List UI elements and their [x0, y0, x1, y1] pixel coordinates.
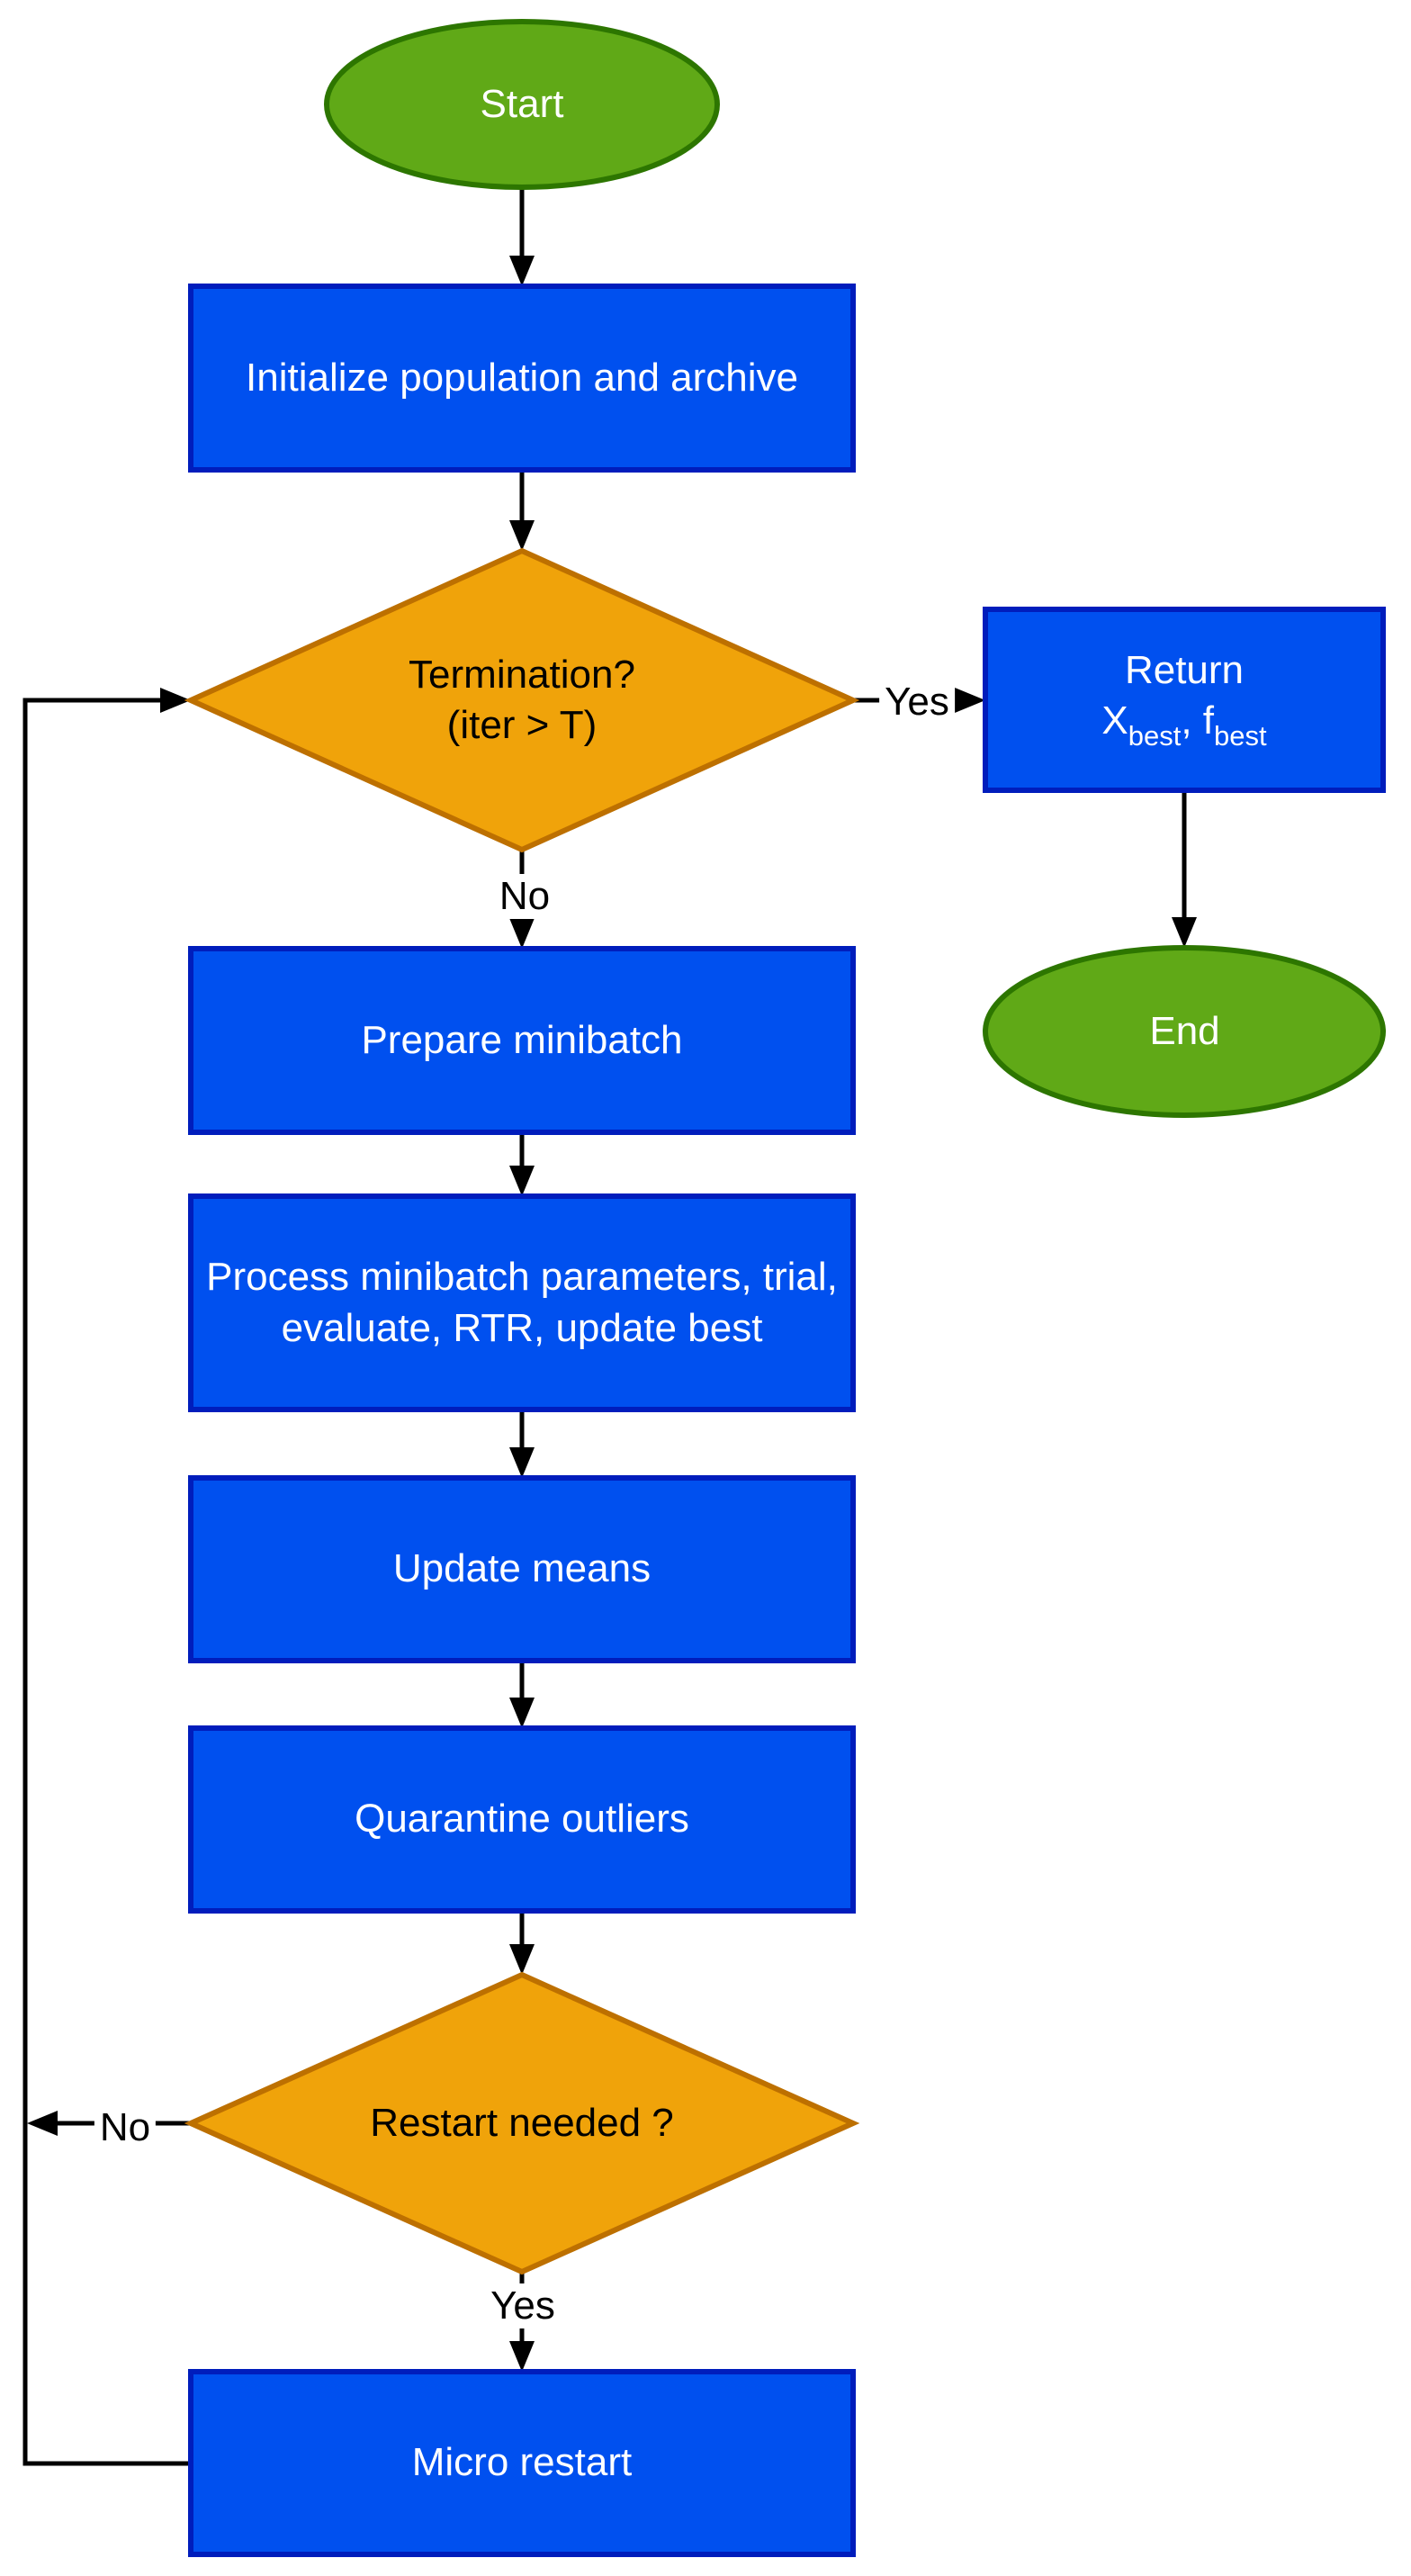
initialize-process-shape	[188, 284, 856, 473]
return-label-line1: Return	[1124, 648, 1245, 692]
process-label-line2: evaluate, RTR, update best	[281, 1305, 763, 1350]
return-var-x: X	[1101, 698, 1128, 743]
prepare-process-shape	[188, 946, 856, 1135]
end-terminal-shape	[983, 945, 1386, 1118]
process-label: Process minibatch parameters, trial, eva…	[191, 1196, 853, 1410]
arrowhead-into-initialize	[509, 256, 535, 286]
termination-yes-edge-label: Yes	[879, 680, 955, 725]
return-var-x-subscript: best	[1128, 720, 1182, 752]
restart-no-edge-label: No	[94, 2105, 157, 2150]
quarantine-label-text: Quarantine outliers	[355, 1797, 689, 1842]
arrowhead-into-end	[1172, 917, 1197, 948]
restart-label: Restart needed ?	[191, 1975, 853, 2272]
start-terminal-shape	[324, 19, 720, 190]
end-label: End	[986, 948, 1383, 1115]
initialize-label: Initialize population and archive	[191, 286, 853, 470]
update-means-process-shape	[188, 1475, 856, 1663]
return-label-line2: Xbest, fbest	[1101, 696, 1266, 754]
termination-label-line2: (iter > T)	[446, 703, 598, 747]
return-var-f-subscript: best	[1214, 720, 1267, 752]
initialize-label-text: Initialize population and archive	[246, 355, 798, 400]
arrowhead-restart-no-junction	[27, 2111, 58, 2136]
process-label-line1: Process minibatch parameters, trial,	[206, 1255, 838, 1300]
prepare-label-text: Prepare minibatch	[361, 1017, 683, 1062]
arrowhead-into-update-means	[509, 1447, 535, 1478]
termination-no-edge-label: No	[493, 874, 556, 919]
termination-label: Termination? (iter > T)	[191, 551, 853, 850]
arrowhead-into-restart	[509, 1944, 535, 1975]
prepare-label: Prepare minibatch	[191, 949, 853, 1132]
arrowhead-into-quarantine	[509, 1698, 535, 1728]
start-label: Start	[327, 22, 717, 187]
arrowhead-into-micro-restart	[509, 2341, 535, 2372]
termination-label-line1: Termination?	[409, 652, 635, 697]
termination-decision-shape	[184, 547, 860, 853]
process-minibatch-shape	[188, 1193, 856, 1412]
quarantine-process-shape	[188, 1725, 856, 1914]
restart-decision-shape	[184, 1971, 860, 2275]
update-means-label: Update means	[191, 1478, 853, 1661]
return-comma-f: , f	[1181, 698, 1215, 743]
return-label: Return Xbest, fbest	[985, 609, 1383, 790]
micro-restart-label-text: Micro restart	[411, 2440, 633, 2485]
restart-label-text: Restart needed ?	[370, 2100, 674, 2145]
restart-yes-edge-label: Yes	[485, 2283, 561, 2328]
end-label-text: End	[1149, 1008, 1220, 1053]
arrowhead-into-prepare	[509, 918, 535, 949]
arrowhead-into-return	[955, 688, 985, 713]
edge-micro-restart-loop-to-termination	[22, 698, 191, 2466]
arrowhead-loop-into-termination	[160, 688, 191, 713]
arrowhead-into-process	[509, 1166, 535, 1196]
micro-restart-label: Micro restart	[191, 2372, 853, 2554]
update-means-label-text: Update means	[392, 1546, 652, 1591]
arrowhead-into-termination	[509, 520, 535, 551]
start-label-text: Start	[480, 81, 564, 126]
quarantine-label: Quarantine outliers	[191, 1728, 853, 1911]
return-process-shape	[983, 607, 1386, 793]
micro-restart-process-shape	[188, 2369, 856, 2557]
